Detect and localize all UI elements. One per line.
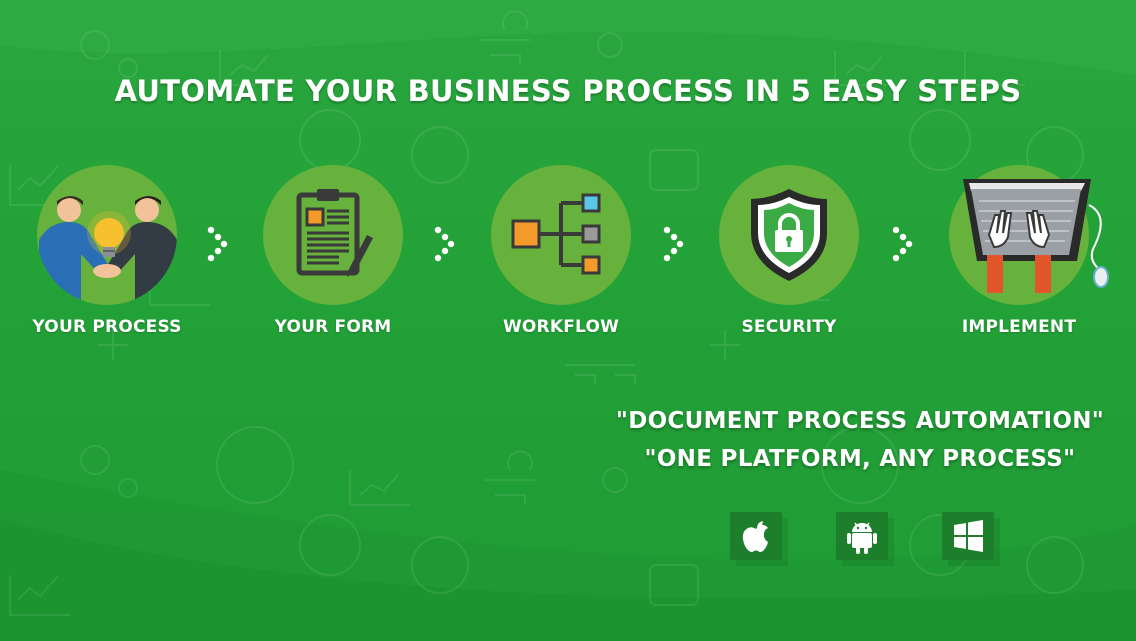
tagline-secondary: "ONE PLATFORM, ANY PROCESS" <box>644 446 1076 472</box>
step-label: YOUR PROCESS <box>32 317 182 337</box>
step-your-form: YOUR FORM <box>248 165 418 337</box>
chevron-right-icon <box>892 226 913 262</box>
page-title: AUTOMATE YOUR BUSINESS PROCESS IN 5 EASY… <box>114 74 1022 108</box>
workflow-diagram-icon <box>511 193 601 275</box>
chevron-right-icon <box>207 226 228 262</box>
step-circle <box>263 165 403 305</box>
laptop-typing-icon <box>963 179 1109 293</box>
tagline-primary: "DOCUMENT PROCESS AUTOMATION" <box>615 408 1105 434</box>
step-label: SECURITY <box>741 317 837 337</box>
platform-windows <box>942 512 994 560</box>
platform-android <box>836 512 888 560</box>
android-icon <box>847 522 877 554</box>
windows-icon <box>954 520 983 552</box>
clipboard-form-icon <box>296 189 373 277</box>
step-circle <box>719 165 859 305</box>
step-security: SECURITY <box>704 165 874 337</box>
step-label: WORKFLOW <box>502 317 620 337</box>
apple-icon <box>742 521 768 552</box>
step-label: YOUR FORM <box>274 317 392 337</box>
shield-lock-icon <box>751 189 827 281</box>
step-label: IMPLEMENT <box>961 317 1077 337</box>
chevron-right-icon <box>434 226 455 262</box>
platform-apple <box>730 512 782 560</box>
step-your-process: YOUR PROCESS <box>22 165 192 337</box>
step-circle <box>37 165 177 305</box>
handshake-lightbulb-icon <box>39 196 177 305</box>
step-implement: IMPLEMENT <box>934 165 1109 337</box>
chevron-right-icon <box>663 226 684 262</box>
step-circle <box>491 165 631 305</box>
step-circle <box>949 165 1109 305</box>
step-workflow: WORKFLOW <box>476 165 646 337</box>
